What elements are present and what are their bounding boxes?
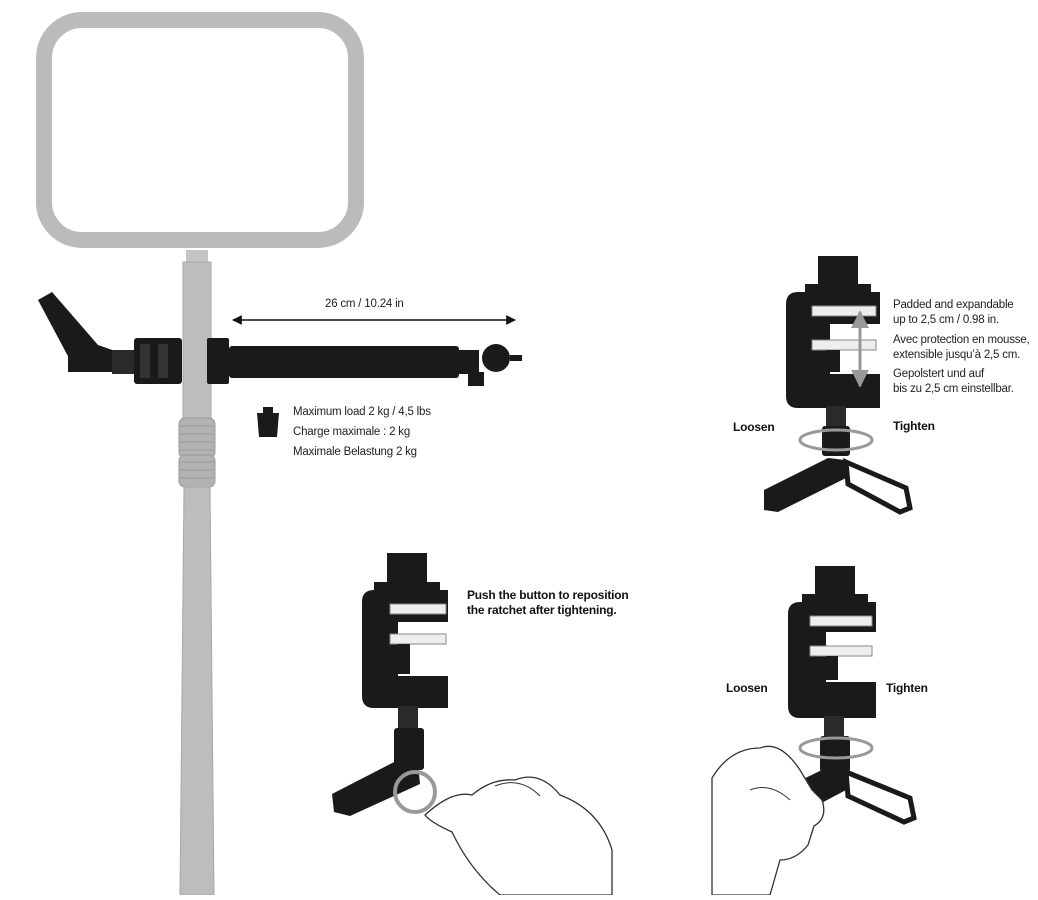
pole-knob-upper [178, 417, 216, 459]
weight-icon [257, 407, 279, 437]
padding-line-3: Avec protection en mousse, [893, 334, 1030, 346]
clamp-top-tighten-label: Tighten [893, 419, 935, 433]
load-line-fr: Charge maximale : 2 kg [293, 426, 411, 438]
ratchet-note-line-1: Push the button to reposition [467, 588, 629, 602]
padding-line-6: bis zu 2,5 cm einstellbar. [893, 383, 1014, 395]
clamp-ratchet [332, 553, 613, 896]
extension-arm [38, 292, 522, 386]
ratchet-note-line-2: the ratchet after tightening. [467, 603, 617, 617]
padding-line-4: extensible jusqu’à 2,5 cm. [893, 349, 1021, 361]
clamp-bottom-tighten-label: Tighten [886, 681, 928, 695]
light-panel [36, 12, 364, 248]
pole-knob-lower [178, 454, 216, 488]
clamp-padded [764, 256, 913, 515]
load-line-en: Maximum load 2 kg / 4,5 lbs [293, 406, 431, 418]
padding-line-1: Padded and expandable [893, 299, 1014, 311]
padding-line-5: Gepolstert und auf [893, 368, 985, 380]
clamp-top-loosen-label: Loosen [733, 420, 775, 434]
load-line-de: Maximale Belastung 2 kg [293, 446, 417, 458]
arm-length-label: 26 cm / 10.24 in [325, 298, 404, 310]
clamp-hand-tighten [711, 566, 917, 896]
clamp-bottom-loosen-label: Loosen [726, 681, 768, 695]
padding-line-2: up to 2,5 cm / 0.98 in. [893, 314, 999, 326]
